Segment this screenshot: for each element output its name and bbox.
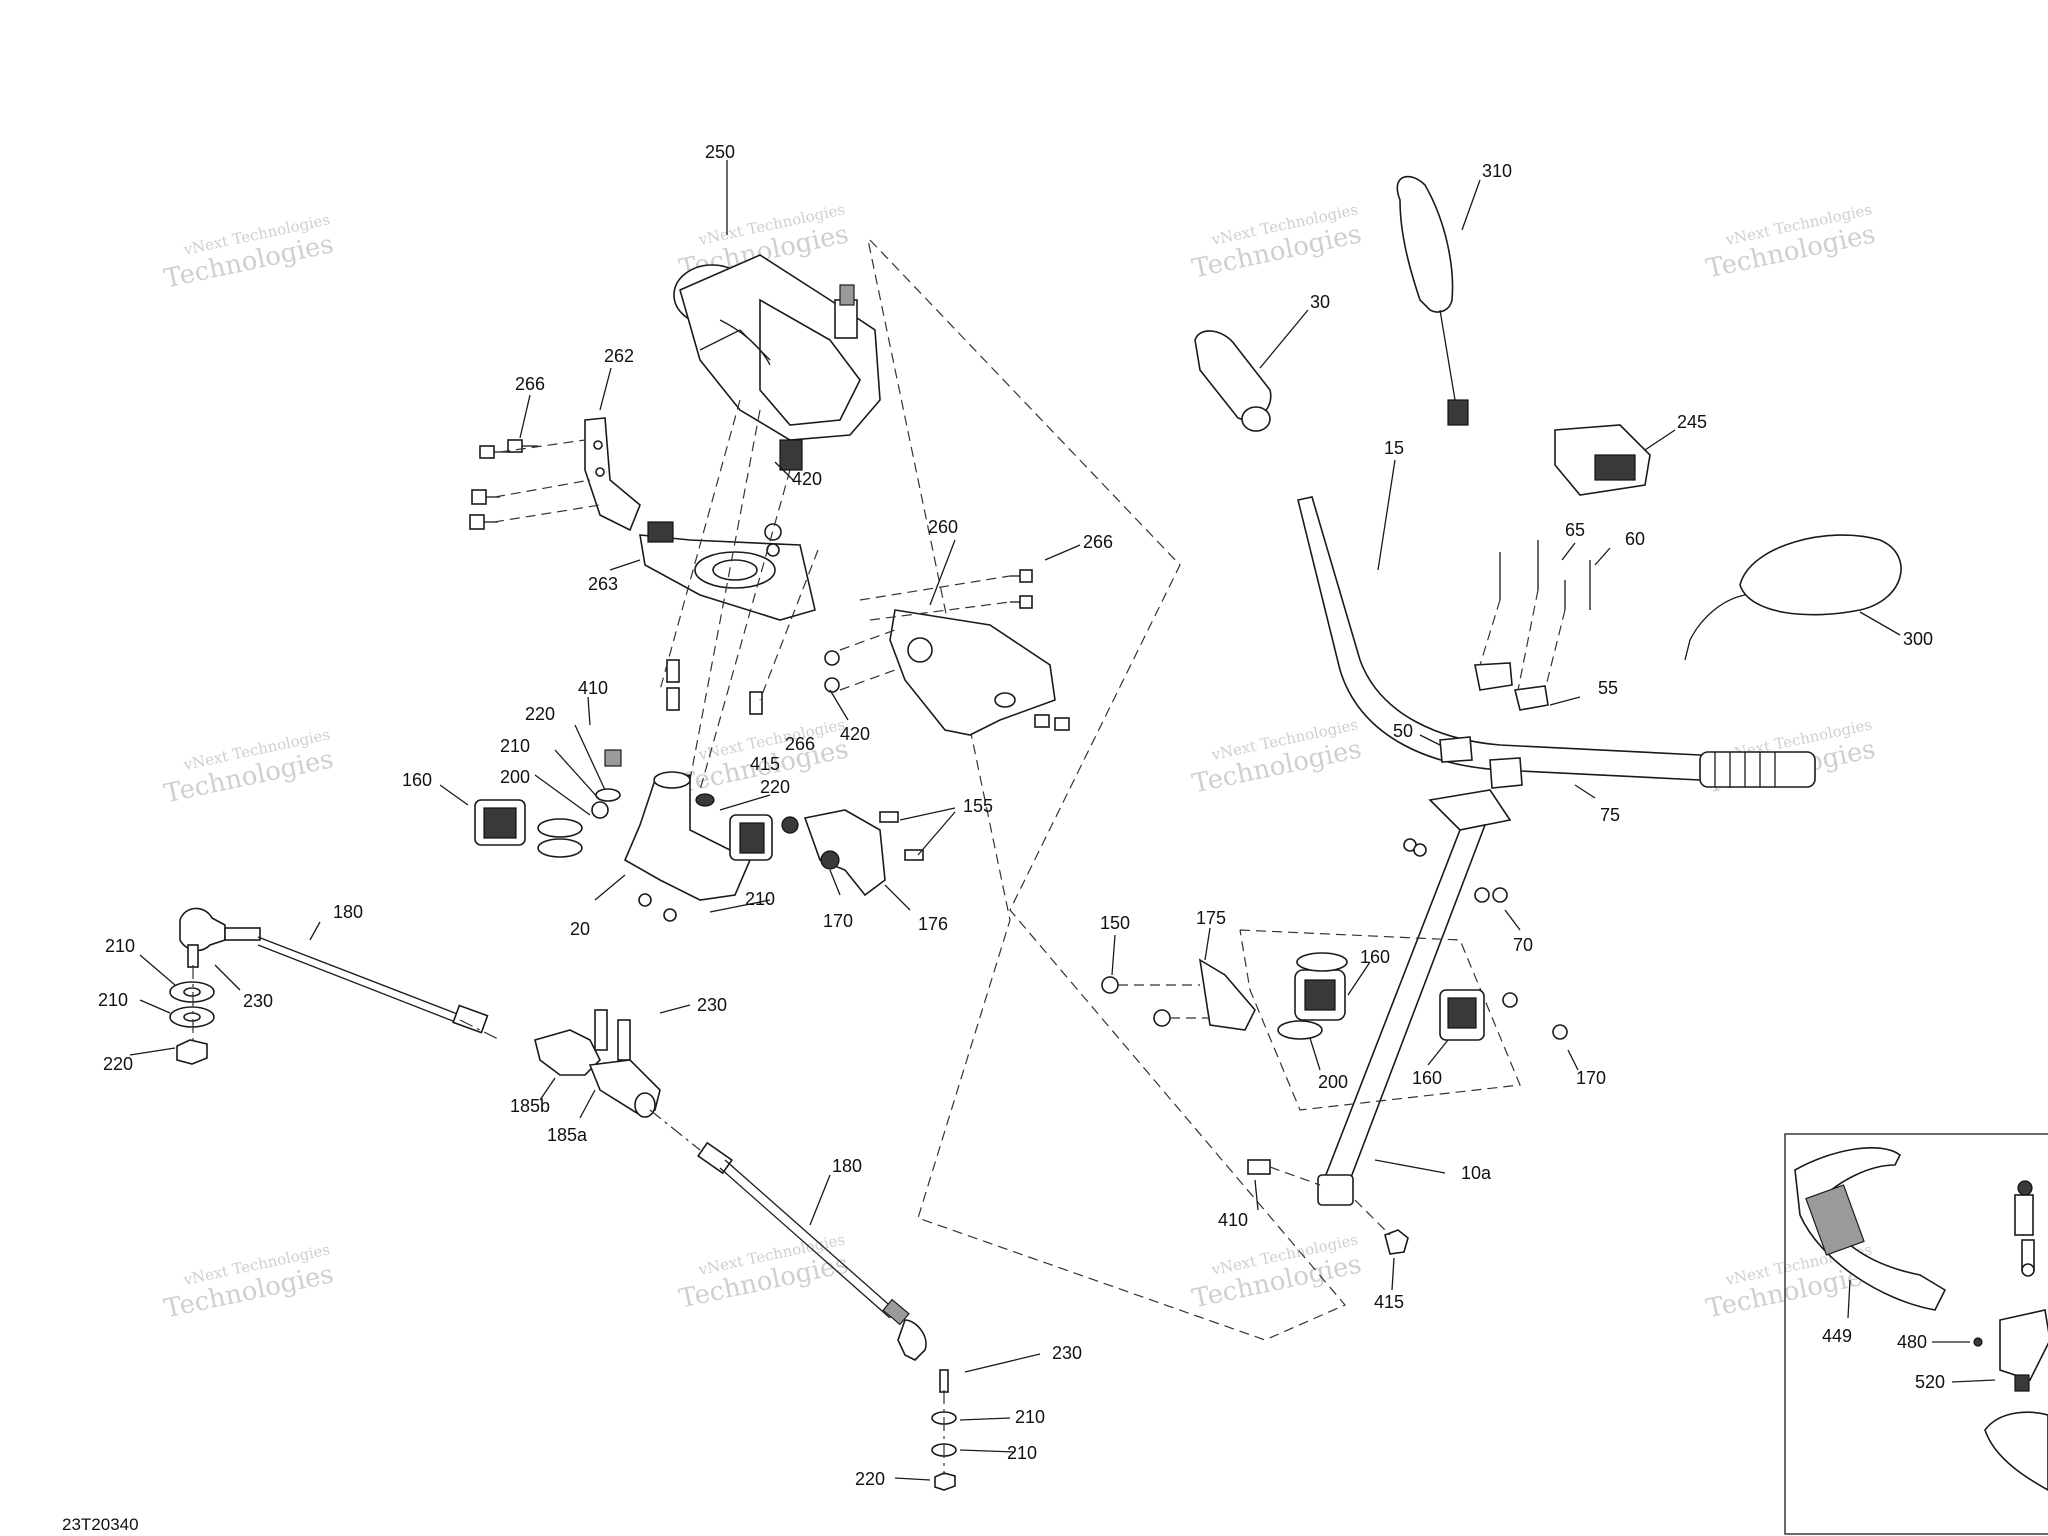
- callout-210: 210: [98, 990, 128, 1010]
- callout-160: 160: [1412, 1068, 1442, 1088]
- callout-210: 210: [1015, 1407, 1045, 1427]
- callout-520: 520: [1915, 1372, 1945, 1392]
- steering-support-20: [591, 749, 752, 922]
- callout-260: 260: [928, 517, 958, 537]
- callout-415: 415: [1374, 1292, 1404, 1312]
- watermark: vNext Technologies Technologies: [1190, 715, 1365, 799]
- power-steering-unit: [673, 254, 881, 471]
- callout-labels: 250 266 262 420 263 260 266 420 410 220 …: [98, 142, 1945, 1489]
- callout-410: 410: [578, 678, 608, 698]
- callout-310: 310: [1482, 161, 1512, 181]
- callout-176: 176: [918, 914, 948, 934]
- callout-200: 200: [500, 767, 530, 787]
- watermark: vNext Technologies Technologies: [162, 725, 337, 809]
- lower-bushing-group: [1101, 929, 1568, 1111]
- switch-245: [1554, 424, 1651, 496]
- callout-230: 230: [1052, 1343, 1082, 1363]
- callout-10a: 10a: [1461, 1163, 1492, 1183]
- center-joint-185: [534, 1009, 661, 1118]
- riser-clamps: [1439, 540, 1591, 789]
- callout-420: 420: [840, 724, 870, 744]
- diagram-reference-number: 23T20340: [62, 1515, 139, 1534]
- watermark: vNext Technologies Technologies: [677, 1230, 852, 1314]
- callout-245: 245: [1677, 412, 1707, 432]
- callout-266: 266: [785, 734, 815, 754]
- bracket-263: [639, 521, 816, 621]
- callout-220: 220: [760, 777, 790, 797]
- watermark: vNext Technologies Technologies: [162, 1240, 337, 1324]
- callout-220: 220: [525, 704, 555, 724]
- tie-rod-centerline: [459, 1019, 501, 1041]
- callout-230: 230: [243, 991, 273, 1011]
- callout-185a: 185a: [547, 1125, 588, 1145]
- leader-lines: [129, 160, 1996, 1481]
- callout-449: 449: [1822, 1326, 1852, 1346]
- watermark: vNext Technologies Technologies: [1190, 1230, 1365, 1314]
- callout-185b: 185b: [510, 1096, 550, 1116]
- callout-175: 175: [1196, 908, 1226, 928]
- bracket-262: [584, 417, 641, 532]
- bracket-260: [889, 609, 1056, 736]
- mirror-310: [1396, 175, 1469, 426]
- callout-180: 180: [333, 902, 363, 922]
- callout-250: 250: [705, 142, 735, 162]
- callout-210: 210: [1007, 1443, 1037, 1463]
- callout-150: 150: [1100, 913, 1130, 933]
- tie-rod-lower: [697, 1141, 957, 1491]
- callout-420: 420: [792, 469, 822, 489]
- handlebar-15: [1297, 496, 1816, 788]
- callout-55: 55: [1598, 678, 1618, 698]
- callout-200: 200: [1318, 1072, 1348, 1092]
- callout-170: 170: [823, 911, 853, 931]
- watermark: vNext Technologies Technologies: [162, 210, 337, 294]
- callout-160: 160: [1360, 947, 1390, 967]
- callout-220: 220: [103, 1054, 133, 1074]
- group-outline-steering: [867, 239, 1346, 1341]
- bushing-and-rings-left: [474, 788, 621, 858]
- callout-220: 220: [855, 1469, 885, 1489]
- inset-handguard: [1784, 1133, 2048, 1535]
- callout-180: 180: [832, 1156, 862, 1176]
- callout-300: 300: [1903, 629, 1933, 649]
- callout-263: 263: [588, 574, 618, 594]
- callout-210: 210: [500, 736, 530, 756]
- callout-410: 410: [1218, 1210, 1248, 1230]
- tie-rod-upper: [179, 907, 489, 1034]
- callout-170: 170: [1576, 1068, 1606, 1088]
- callout-75: 75: [1600, 805, 1620, 825]
- tie-rod-washers-left: [169, 965, 215, 1065]
- callout-20: 20: [570, 919, 590, 939]
- callout-30: 30: [1310, 292, 1330, 312]
- grip-30: [1194, 330, 1272, 432]
- callout-415: 415: [750, 754, 780, 774]
- callout-50: 50: [1393, 721, 1413, 741]
- callout-262: 262: [604, 346, 634, 366]
- callout-155: 155: [963, 796, 993, 816]
- callout-70: 70: [1513, 935, 1533, 955]
- callout-266: 266: [515, 374, 545, 394]
- callout-266: 266: [1083, 532, 1113, 552]
- tie-rod-centerline: [649, 1109, 701, 1151]
- callout-210: 210: [105, 936, 135, 956]
- assembly-lines-upper-left: [493, 399, 1011, 791]
- watermark: vNext Technologies Technologies: [1190, 200, 1365, 284]
- clamp-176: [729, 809, 924, 897]
- watermark: vNext Technologies Technologies: [1704, 200, 1879, 284]
- callout-15: 15: [1384, 438, 1404, 458]
- callout-160: 160: [402, 770, 432, 790]
- steering-column-10a: [1247, 789, 1512, 1255]
- callout-480: 480: [1897, 1332, 1927, 1352]
- callout-230: 230: [697, 995, 727, 1015]
- callout-210: 210: [745, 889, 775, 909]
- callout-60: 60: [1625, 529, 1645, 549]
- mirror-300: [1684, 534, 1902, 661]
- callout-65: 65: [1565, 520, 1585, 540]
